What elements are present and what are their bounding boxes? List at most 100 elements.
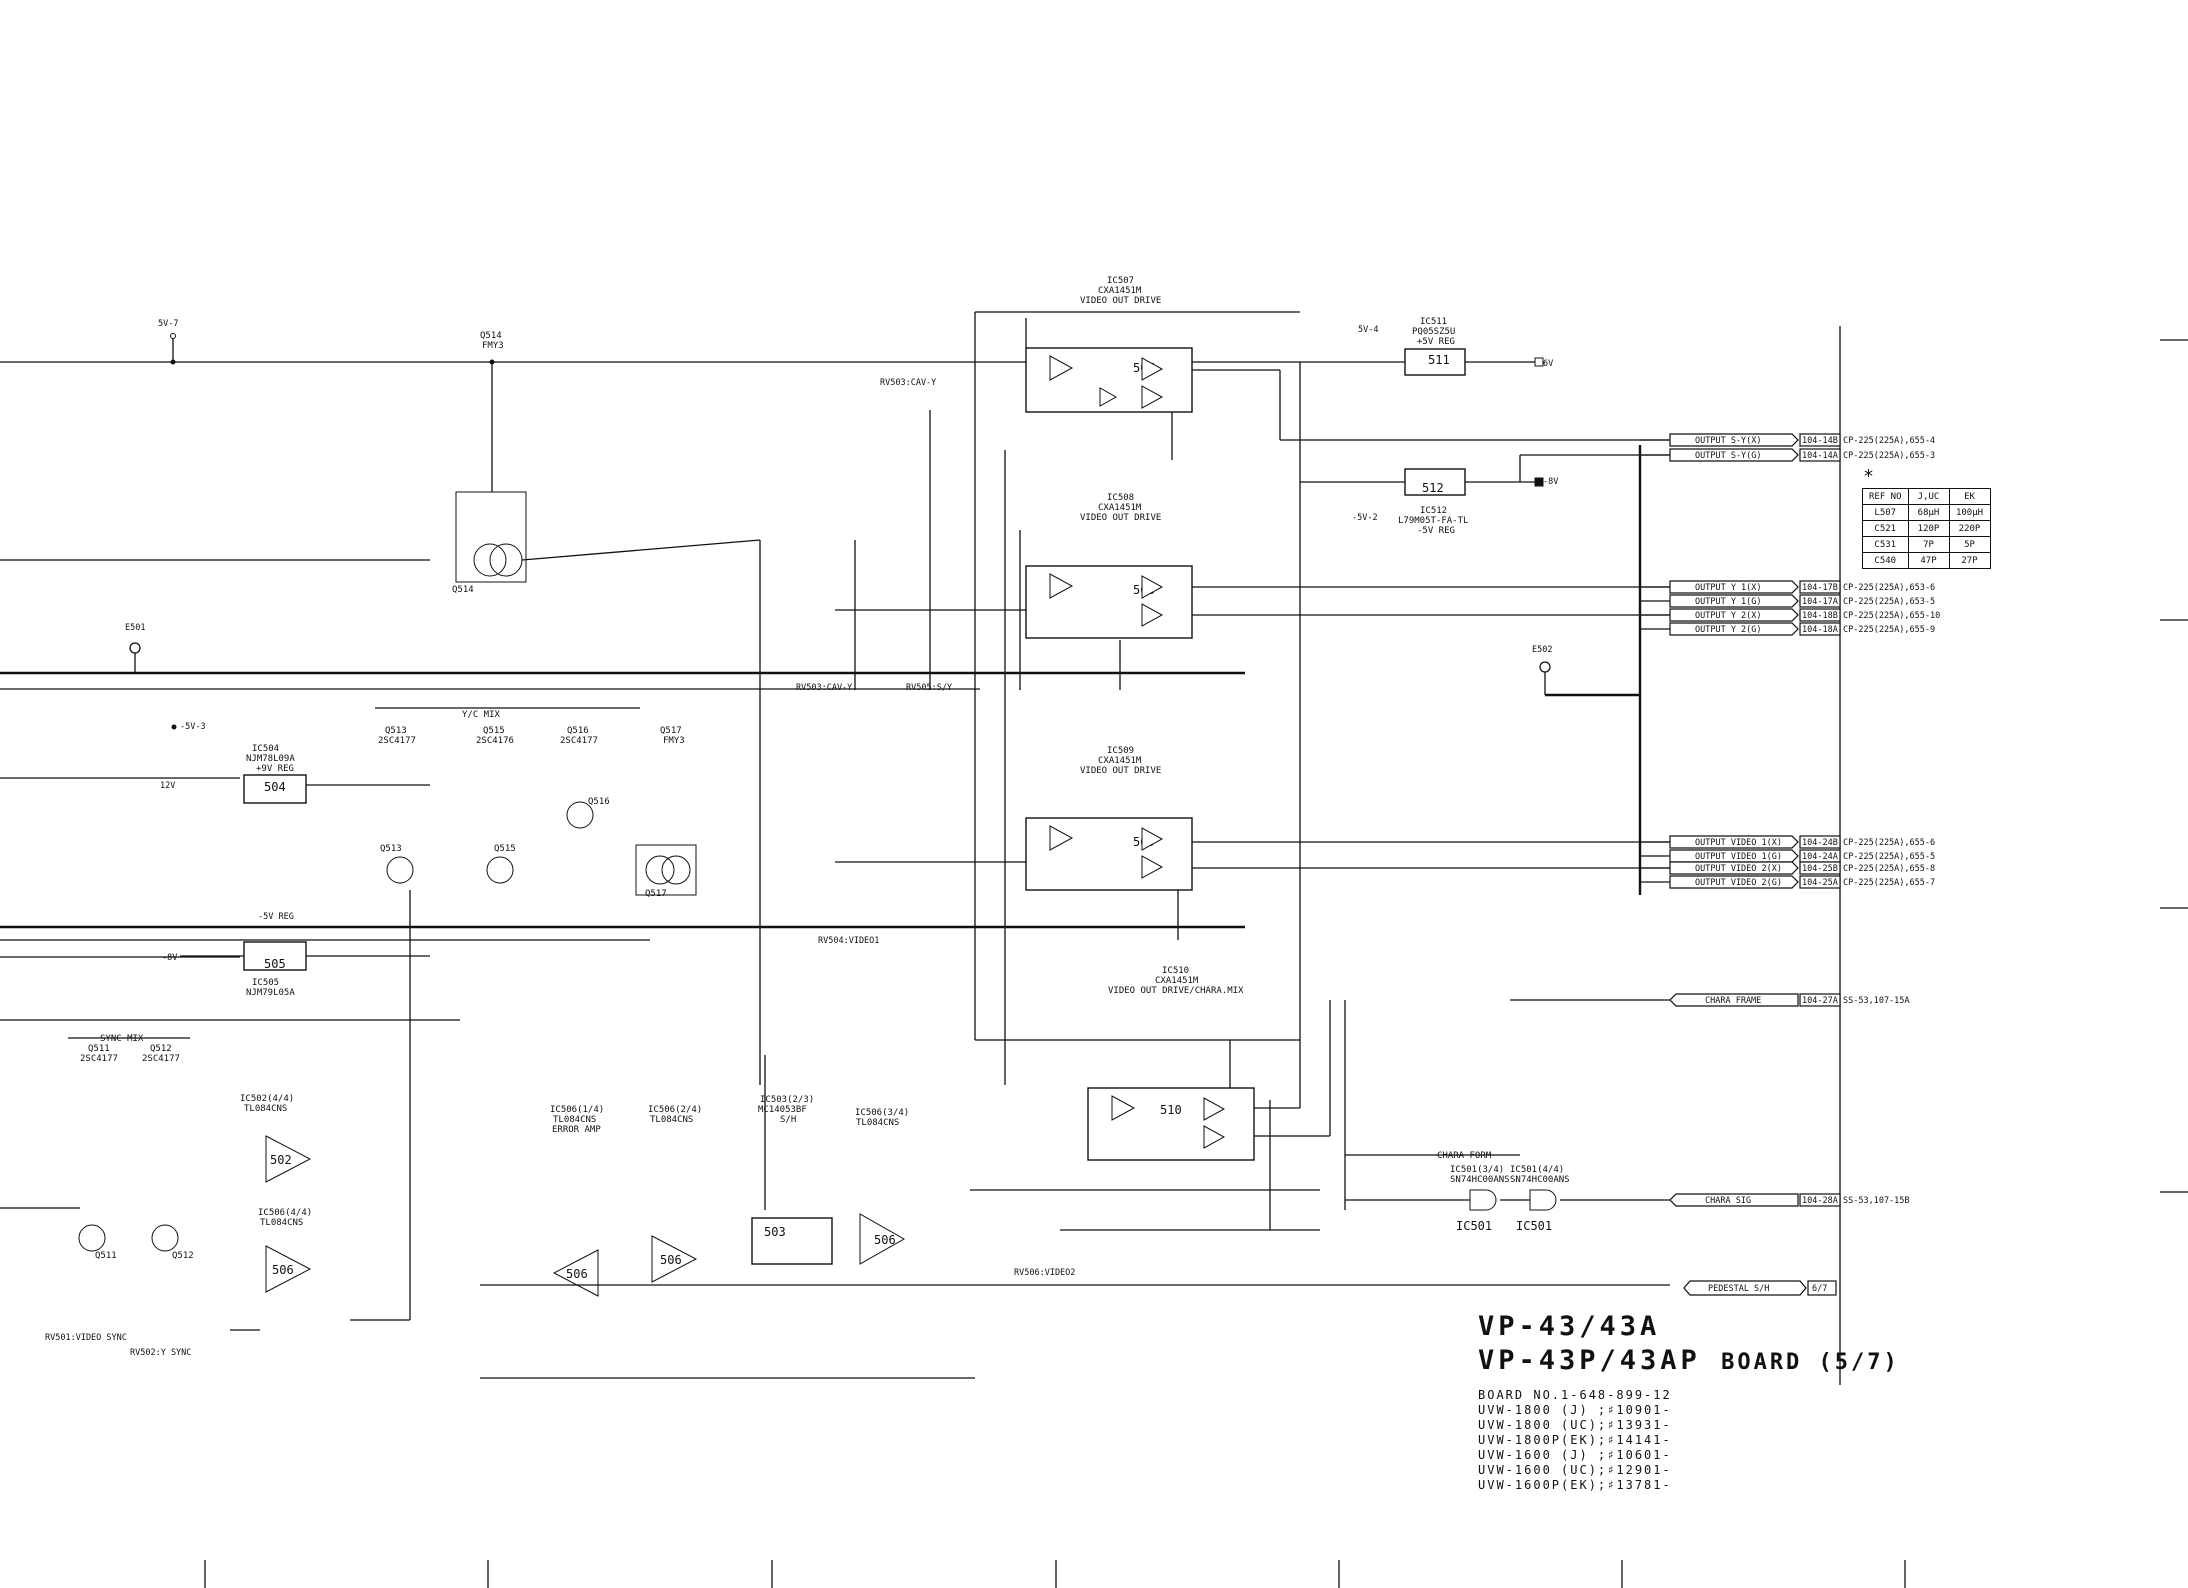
- svg-text:Q511: Q511: [95, 1251, 117, 1261]
- ic508: IC508 CXA1451M VIDEO OUT DRIVE 508: [835, 493, 1670, 639]
- svg-text:SYNC MIX: SYNC MIX: [100, 1034, 144, 1044]
- output-pin: 104-17B: [1802, 583, 1838, 593]
- ic504: IC504 NJM78L09A +9V REG 504: [243, 744, 430, 804]
- svg-text:506: 506: [874, 1233, 896, 1247]
- svg-text:VIDEO OUT DRIVE/CHARA.MIX: VIDEO OUT DRIVE/CHARA.MIX: [1108, 986, 1244, 996]
- q517: Q517 FMY3 Q517: [635, 726, 697, 899]
- output-dest: CP-225(225A),653-6: [1843, 583, 1935, 593]
- output-pin: 104-25A: [1802, 878, 1838, 888]
- svg-text:IC501: IC501: [1456, 1219, 1492, 1233]
- input-pin: 104-27A: [1802, 996, 1838, 1006]
- variant-cell: L507: [1862, 504, 1909, 521]
- adjust-rv501: RV501:VIDEO SYNC: [45, 1333, 127, 1343]
- svg-text:Q515: Q515: [483, 726, 505, 736]
- svg-text:NJM79L05A: NJM79L05A: [246, 988, 295, 998]
- svg-text:2SC4176: 2SC4176: [476, 736, 514, 746]
- svg-text:506: 506: [272, 1263, 294, 1277]
- variant-cell: 68μH: [1907, 504, 1950, 521]
- svg-text:-5V REG: -5V REG: [1417, 526, 1455, 536]
- svg-text:PQ05SZ5U: PQ05SZ5U: [1412, 327, 1455, 337]
- svg-text:MC14053BF: MC14053BF: [758, 1105, 807, 1115]
- ic510: IC510 CXA1451M VIDEO OUT DRIVE/CHARA.MIX…: [974, 312, 1331, 1161]
- variant-table-header: EK: [1948, 488, 1991, 505]
- output-pin: 104-18B: [1802, 611, 1838, 621]
- variant-cell: 7P: [1907, 536, 1950, 553]
- ic503: IC503(2/3) MC14053BF S/H 503: [751, 1095, 833, 1265]
- svg-text:IC512: IC512: [1420, 506, 1447, 516]
- svg-text:VIDEO OUT DRIVE: VIDEO OUT DRIVE: [1080, 766, 1161, 776]
- output-dest: CP-225(225A),655-4: [1843, 436, 1935, 446]
- svg-text:2SC4177: 2SC4177: [378, 736, 416, 746]
- svg-text:503: 503: [764, 1225, 786, 1239]
- rail-m5v-3: -5V-3: [180, 722, 206, 732]
- q514: Q514 FMY3 Q514: [452, 331, 761, 1085]
- adjust-rv502: RV502:Y SYNC: [130, 1348, 191, 1358]
- svg-text:VIDEO OUT DRIVE: VIDEO OUT DRIVE: [1080, 513, 1161, 523]
- ref-table-mark: *: [1864, 466, 1873, 487]
- title-model: VP-43P/43AP: [1478, 1345, 1701, 1376]
- q515: Q515 2SC4176 Q515: [476, 726, 516, 884]
- variant-cell: 100μH: [1948, 504, 1991, 521]
- adjust-rv504: RV504:VIDEO1: [818, 936, 879, 946]
- output-connector: OUTPUT Y 2(X) 104-18B CP-225(225A),655-10: [1640, 608, 1940, 622]
- svg-text:511: 511: [1428, 353, 1450, 367]
- output-dest: CP-225(225A),655-10: [1843, 611, 1940, 621]
- output-pin: 104-14A: [1802, 451, 1838, 461]
- ic509: IC509 CXA1451M VIDEO OUT DRIVE 509: [835, 746, 1670, 891]
- svg-text:IC506(2/4): IC506(2/4): [648, 1105, 702, 1115]
- q513: Q513 2SC4177 Q513: [378, 726, 416, 884]
- svg-text:+5V REG: +5V REG: [1417, 337, 1455, 347]
- q512: Q512 2SC4177 Q512: [142, 1044, 194, 1261]
- output-dest: CP-225(225A),655-7: [1843, 878, 1935, 888]
- svg-text:TL084CNS: TL084CNS: [856, 1118, 899, 1128]
- svg-text:SN74HC00ANS: SN74HC00ANS: [1510, 1175, 1570, 1185]
- output-label: OUTPUT VIDEO 1(X): [1695, 838, 1782, 848]
- svg-text:FMY3: FMY3: [663, 736, 685, 746]
- output-pin: 104-24A: [1802, 852, 1838, 862]
- svg-text:506: 506: [660, 1253, 682, 1267]
- variant-cell: 47P: [1907, 552, 1950, 569]
- variant-cell: 120P: [1907, 520, 1950, 537]
- svg-text:IC505: IC505: [252, 978, 279, 988]
- output-dest: CP-225(225A),655-6: [1843, 838, 1935, 848]
- svg-text:Q514: Q514: [452, 585, 474, 595]
- svg-text:Q515: Q515: [494, 844, 516, 854]
- svg-text:Q517: Q517: [660, 726, 682, 736]
- rail-12v: 12V: [160, 781, 175, 791]
- output-label: OUTPUT Y 2(X): [1695, 611, 1762, 621]
- variant-cell: 5P: [1948, 536, 1991, 553]
- rail-m8v-right: -8V: [1543, 477, 1558, 487]
- svg-text:IC506(3/4): IC506(3/4): [855, 1108, 909, 1118]
- svg-text:504: 504: [264, 780, 286, 794]
- rail-m8v: -8V: [162, 953, 177, 963]
- ic506-4: IC506(4/4) TL084CNS 506: [258, 1208, 312, 1293]
- variant-cell: 220P: [1948, 520, 1991, 537]
- output-dest: CP-225(225A),655-9: [1843, 625, 1935, 635]
- q511: Q511 2SC4177 Q511: [78, 1044, 118, 1261]
- svg-text:Q512: Q512: [172, 1251, 194, 1261]
- svg-text:IC510: IC510: [1162, 966, 1189, 976]
- svg-text:TL084CNS: TL084CNS: [553, 1115, 596, 1125]
- variant-cell: C521: [1862, 520, 1909, 537]
- svg-text:CXA1451M: CXA1451M: [1098, 286, 1142, 296]
- output-label: OUTPUT S-Y(X): [1695, 436, 1762, 446]
- output-label: OUTPUT VIDEO 2(G): [1695, 878, 1782, 888]
- svg-text:+9V REG: +9V REG: [256, 764, 294, 774]
- svg-text:IC509: IC509: [1107, 746, 1134, 756]
- misc-wiring: [230, 410, 1670, 1379]
- adjust-rv505: RV505:S/Y: [906, 683, 952, 693]
- output-connector: OUTPUT VIDEO 2(G) 104-25A CP-225(225A),655…: [1640, 875, 1935, 889]
- svg-text:TL084CNS: TL084CNS: [260, 1218, 303, 1228]
- variant-table: REF NO J,UC EK L507 68μH 100μH C521 120P…: [1862, 488, 1991, 569]
- ic502: IC502(4/4) TL084CNS 502: [240, 1094, 312, 1183]
- svg-text:NJM78L09A: NJM78L09A: [246, 754, 295, 764]
- svg-text:Q516: Q516: [588, 797, 610, 807]
